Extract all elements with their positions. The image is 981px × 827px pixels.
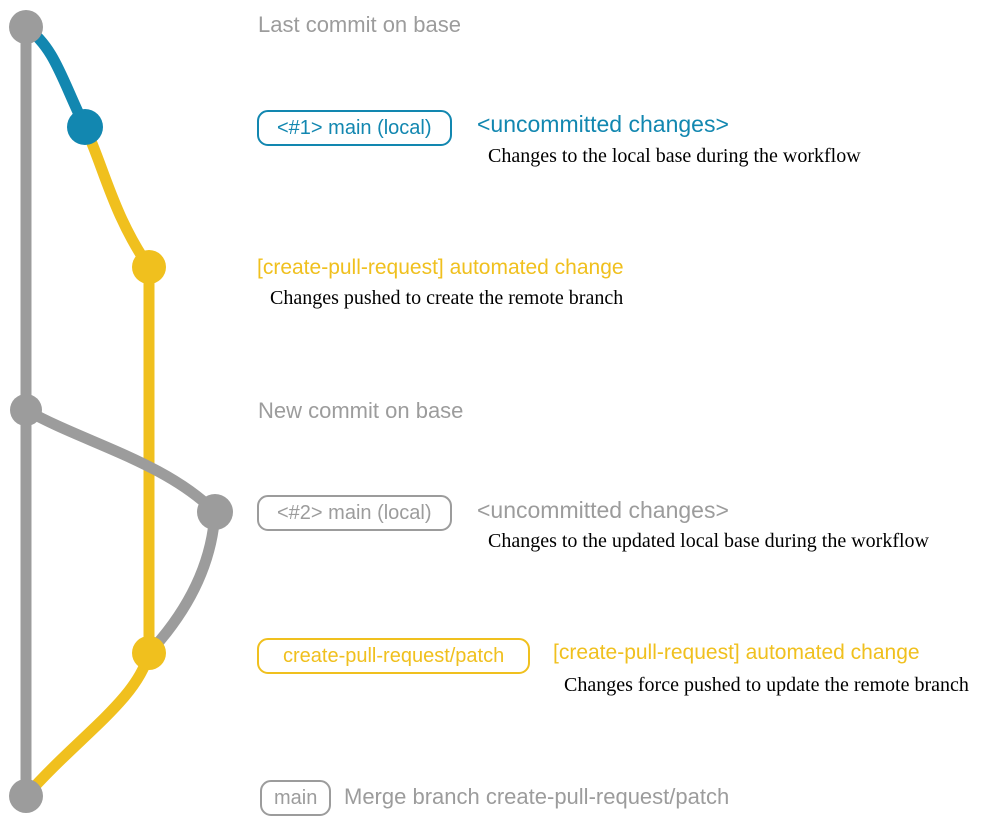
description-pushed-create-branch: Changes pushed to create the remote bran… — [270, 287, 624, 309]
git-graph — [9, 10, 233, 813]
description-force-pushed-update-branch: Changes force pushed to update the remot… — [564, 674, 969, 696]
commit-node-new-base — [10, 394, 42, 426]
commit-title-automated-change-1: [create-pull-request] automated change — [257, 256, 624, 279]
edge-local1-to-patch — [79, 121, 155, 273]
commit-message-merge-branch: Merge branch create-pull-request/patch — [344, 784, 730, 809]
branch-badge-main-local-2: <#2> main (local) — [257, 495, 452, 531]
commit-node-last-base — [9, 10, 43, 44]
branch-badge-main-local-1: <#1> main (local) — [257, 110, 452, 146]
edge-patch-to-merge — [20, 647, 155, 802]
commit-node-local-1 — [67, 109, 103, 145]
branch-badge-main: main — [260, 780, 332, 816]
heading-last-commit-on-base: Last commit on base — [258, 12, 461, 37]
heading-new-commit-on-base: New commit on base — [258, 398, 464, 423]
commit-node-patch-2 — [132, 636, 166, 670]
commit-node-merge — [9, 779, 43, 813]
commit-title-automated-change-2: [create-pull-request] automated change — [553, 641, 920, 664]
status-uncommitted-changes-2: <uncommitted changes> — [477, 497, 729, 523]
edge-local2-to-patch — [143, 506, 221, 659]
description-local-base-changes: Changes to the local base during the wor… — [488, 145, 861, 167]
status-uncommitted-changes-1: <uncommitted changes> — [477, 111, 729, 137]
edge-newbase-to-local2 — [20, 404, 221, 518]
commit-node-local-2 — [197, 494, 233, 530]
commit-node-patch-1 — [132, 250, 166, 284]
description-updated-local-base-changes: Changes to the updated local base during… — [488, 530, 929, 552]
branch-badge-create-pull-request-patch: create-pull-request/patch — [257, 638, 531, 674]
